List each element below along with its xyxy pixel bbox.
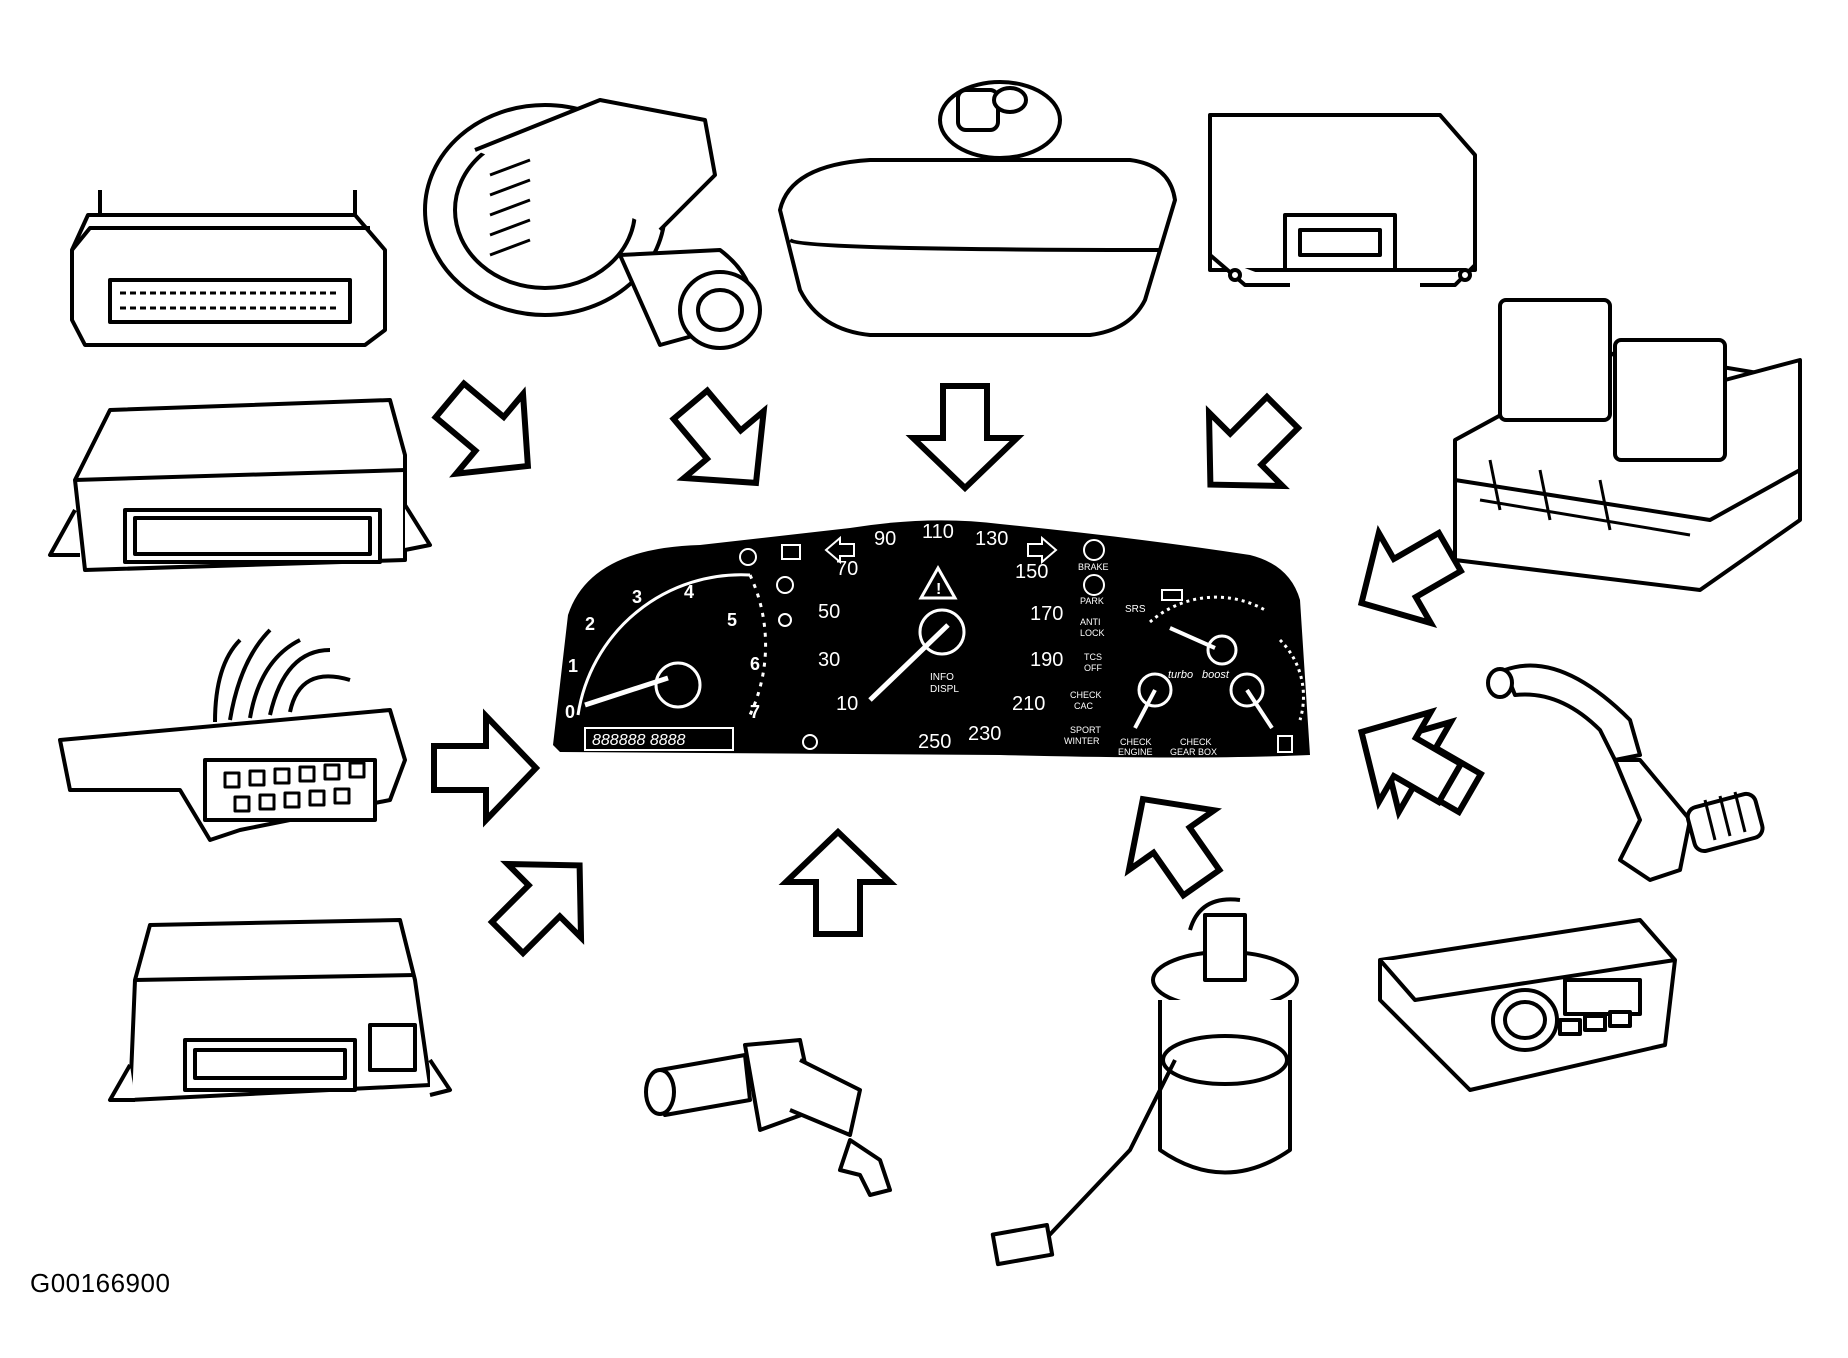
module-icon: [1208, 113, 1477, 287]
sport-label: SPORT: [1070, 725, 1101, 735]
arrow-from-lower-left: [471, 829, 617, 975]
anti-lock-sublabel: LOCK: [1080, 628, 1105, 638]
speed-label-50: 50: [818, 601, 840, 623]
ecu-box-icon: [48, 398, 432, 572]
tacho-label-6: 6: [750, 654, 760, 674]
arrow-from-alternator: [651, 371, 796, 516]
info-display-label: INFO: [930, 672, 954, 683]
check-gearbox-sublabel: GEAR BOX: [1170, 747, 1217, 757]
odometer: 888888 8888: [592, 732, 686, 749]
tacho-label-2: 2: [585, 614, 595, 634]
park-label: PARK: [1080, 596, 1104, 606]
speed-label-190: 190: [1030, 649, 1063, 671]
speed-label-170: 170: [1030, 603, 1063, 625]
arrow-from-reservoir: [913, 386, 1017, 488]
arrow-from-upper-left: [416, 361, 561, 506]
tacho-label-0: 0: [565, 702, 575, 722]
arrow-from-left-connector: [434, 716, 536, 820]
turn-right-icon: [1027, 535, 1058, 565]
turbo-label: turbo: [1168, 669, 1193, 681]
arrow-from-upper-right: [1174, 376, 1320, 522]
boost-label: boost: [1202, 669, 1230, 681]
brake-label: BRAKE: [1078, 562, 1109, 572]
connector-icon: [58, 628, 407, 842]
check-gearbox-label: CHECK: [1180, 737, 1212, 747]
speed-label-210: 210: [1012, 693, 1045, 715]
info-display-sublabel: DISPL: [930, 684, 959, 695]
arrow-from-sensor: [786, 832, 890, 934]
check-cac-label: CHECK: [1070, 690, 1102, 700]
tacho-label-5: 5: [727, 610, 737, 630]
tacho-label-7: 7: [750, 702, 760, 722]
climate-panel-icon: [1378, 918, 1677, 1092]
check-engine-sublabel: ENGINE: [1118, 747, 1153, 757]
speedometer: 10 30 50 70 90 110 130 150 170 190 210 2…: [818, 521, 1063, 753]
speed-label-250: 250: [918, 731, 951, 753]
battery-icon: [1161, 589, 1183, 601]
srs-label: SRS: [1125, 604, 1146, 615]
park-icon: [1083, 574, 1105, 596]
reservoir-icon: [778, 80, 1177, 337]
speed-label-110: 110: [922, 521, 954, 543]
fuel-needle: [1245, 688, 1274, 730]
instrument-cluster: 0 1 2 3 4 5 6 7 888888 8888 10 30 50 70 …: [553, 520, 1310, 758]
hazard-warning-icon: [918, 564, 958, 600]
speed-label-150: 150: [1015, 561, 1048, 583]
temp-needle: [1133, 689, 1157, 729]
trip-reset-button: [802, 734, 818, 750]
seatbelt-icon: [776, 576, 794, 594]
door-icon: [778, 613, 792, 627]
arrow-from-fuel-pump: [1100, 769, 1244, 912]
brake-icon: [1083, 539, 1105, 561]
fuel-pump-icon-lamp: [1277, 735, 1293, 753]
odometer-frame: [584, 727, 734, 751]
turn-left-icon: [824, 535, 855, 565]
tacho-label-1: 1: [568, 656, 578, 676]
boost-needle: [1169, 626, 1216, 650]
relay-icon: [1453, 298, 1802, 592]
tacho-label-3: 3: [632, 587, 642, 607]
fog-light-icon: [739, 548, 757, 566]
speed-label-230: 230: [968, 723, 1001, 745]
tacho-label-4: 4: [684, 582, 694, 602]
tacho-needle: [584, 675, 669, 708]
pedal-switch-icon: [1486, 663, 1765, 882]
speed-label-90: 90: [874, 528, 896, 550]
check-cac-sublabel: CAC: [1074, 701, 1094, 711]
tcs-off-label: TCS: [1084, 652, 1102, 662]
speedo-needle: [868, 623, 950, 702]
tcs-off-sublabel: OFF: [1084, 663, 1102, 673]
speed-label-70: 70: [836, 558, 858, 580]
alternator-icon: [423, 98, 762, 350]
fuel-pump-icon: [990, 897, 1299, 1267]
figure-id: G00166900: [30, 1268, 171, 1298]
ecu-box-icon: [108, 918, 452, 1102]
svg-text:!: !: [936, 581, 941, 598]
speed-label-10: 10: [836, 693, 858, 715]
tachometer: 0 1 2 3 4 5 6 7: [565, 573, 768, 722]
winter-label: WINTER: [1064, 736, 1100, 746]
speed-label-130: 130: [975, 528, 1008, 550]
anti-lock-label: ANTI: [1080, 617, 1101, 627]
ecu-box-icon: [70, 190, 387, 347]
speed-label-30: 30: [818, 649, 840, 671]
sensor-icon: [644, 1038, 892, 1197]
headlight-icon: [781, 544, 801, 560]
check-engine-label: CHECK: [1120, 737, 1152, 747]
